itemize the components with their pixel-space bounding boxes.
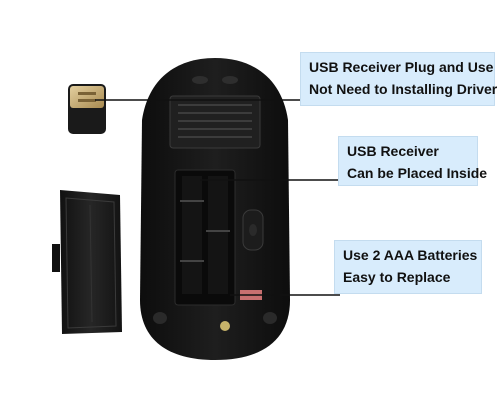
callout-usb-plug-and-use: USB Receiver Plug and Use Not Need to In… (300, 52, 498, 106)
callout-line-1: Use 2 AAA Batteries (343, 247, 478, 263)
usb-receiver (68, 84, 106, 134)
callout-usb-receiver-inside: USB Receiver Can be Placed Inside (338, 136, 488, 186)
callout-line-2: Can be Placed Inside (347, 165, 488, 181)
battery-cover (52, 190, 122, 334)
callout-line-2: Easy to Replace (343, 269, 451, 285)
callout-line-2: Not Need to Installing Driver (309, 81, 498, 97)
mouse-body (140, 58, 290, 360)
callout-aaa-batteries: Use 2 AAA Batteries Easy to Replace (334, 240, 482, 294)
leader-lines (95, 99, 350, 296)
callout-line-1: USB Receiver (347, 143, 439, 159)
callout-line-1: USB Receiver Plug and Use (309, 59, 494, 75)
